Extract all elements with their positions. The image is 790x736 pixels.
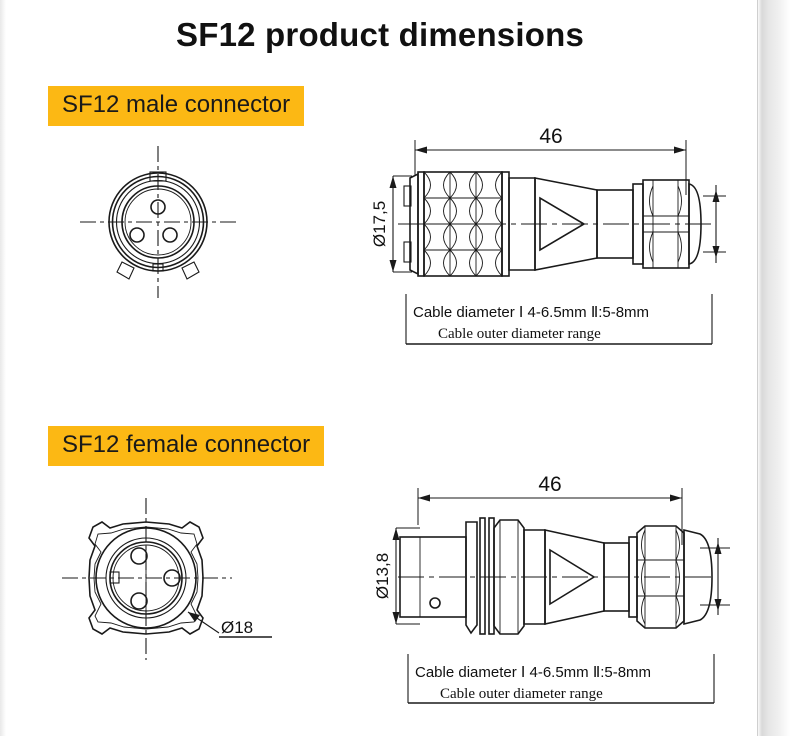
male-front-insulator (121, 185, 195, 259)
female-hex-flange (493, 519, 525, 635)
male-nut-knurl (649, 185, 682, 263)
female-dim46-arrow-right (670, 494, 682, 502)
female-front-socket-right (163, 569, 181, 587)
female-nut-knurl (641, 529, 680, 625)
male-front-insulator-inner (124, 188, 192, 256)
male-dia-arrow-bottom (389, 260, 397, 272)
male-dim46-arrow-right (674, 146, 686, 154)
male-knurl-pattern (423, 171, 503, 277)
female-front-flange-inner (93, 526, 199, 630)
female-dia-arrow-bottom (392, 612, 400, 624)
female-front-flange (88, 521, 204, 635)
female-note-line1: Cable diameter Ⅰ 4-6.5mm Ⅱ:5-8mm (415, 664, 651, 681)
male-length-dimension-label: 46 (539, 125, 562, 148)
female-dia-arrow-top (392, 528, 400, 540)
page-right-edge-shading (750, 0, 790, 736)
female-length-dimension-label: 46 (538, 473, 561, 496)
male-rear-notch-top (403, 185, 412, 207)
female-dia18-arrow (188, 612, 200, 622)
female-front-socket-top (130, 547, 148, 565)
male-right-arrow-bottom (712, 246, 720, 258)
male-dim46-arrow-left (415, 146, 427, 154)
female-arrow-marking (549, 548, 596, 606)
male-front-view (80, 146, 237, 298)
male-note-line1: Cable diameter Ⅰ 4-6.5mm Ⅱ:5-8mm (413, 304, 649, 321)
female-flange-ring-1 (465, 521, 478, 635)
female-front-view: Ø18 (62, 498, 272, 660)
male-diameter-dimension-label: Ø17,5 (370, 201, 389, 247)
female-front-keyway (109, 571, 120, 584)
female-diameter-dimension-label: Ø13,8 (373, 553, 392, 599)
male-front-keyway-top (149, 171, 167, 182)
badge-male-connector: SF12 male connector (48, 86, 305, 126)
male-front-keyway-left (116, 261, 135, 280)
female-note-line2: Cable outer diameter range (440, 686, 603, 702)
male-note-line2: Cable outer diameter range (438, 326, 601, 342)
male-arrow-marking (539, 196, 586, 252)
page-title: SF12 product dimensions (176, 16, 584, 53)
male-front-pin-right (162, 227, 178, 243)
female-dim46-arrow-left (418, 494, 430, 502)
male-nut-cap (688, 183, 702, 265)
female-side-view: 46 Ø13,8 (373, 473, 730, 704)
female-front-outer-circle (95, 527, 197, 629)
male-front-keyway-right (181, 261, 200, 280)
male-front-outer-ring-2 (111, 175, 205, 269)
female-nut-cap (683, 528, 713, 626)
male-right-arrow-top (712, 190, 720, 202)
female-right-arrow-top (714, 542, 722, 554)
female-front-shell-circle (105, 537, 187, 619)
male-dia-arrow-top (389, 176, 397, 188)
male-front-pin-top (150, 199, 166, 215)
page-right-edge-line (757, 0, 758, 736)
male-side-view: 46 Ø17,5 (370, 125, 726, 345)
badge-female-connector: SF12 female connector (48, 426, 325, 466)
male-front-keyway-bottom (152, 263, 164, 272)
female-right-arrow-bottom (714, 599, 722, 611)
male-front-pin-left (129, 227, 145, 243)
female-flange-diameter-label: Ø18 (221, 618, 253, 637)
female-flange-ring-2 (479, 517, 486, 635)
male-rear-notch-bottom (403, 241, 412, 263)
female-front-socket-bottom (130, 592, 148, 610)
page-left-edge (0, 0, 6, 736)
female-barrel-hole (429, 597, 441, 609)
